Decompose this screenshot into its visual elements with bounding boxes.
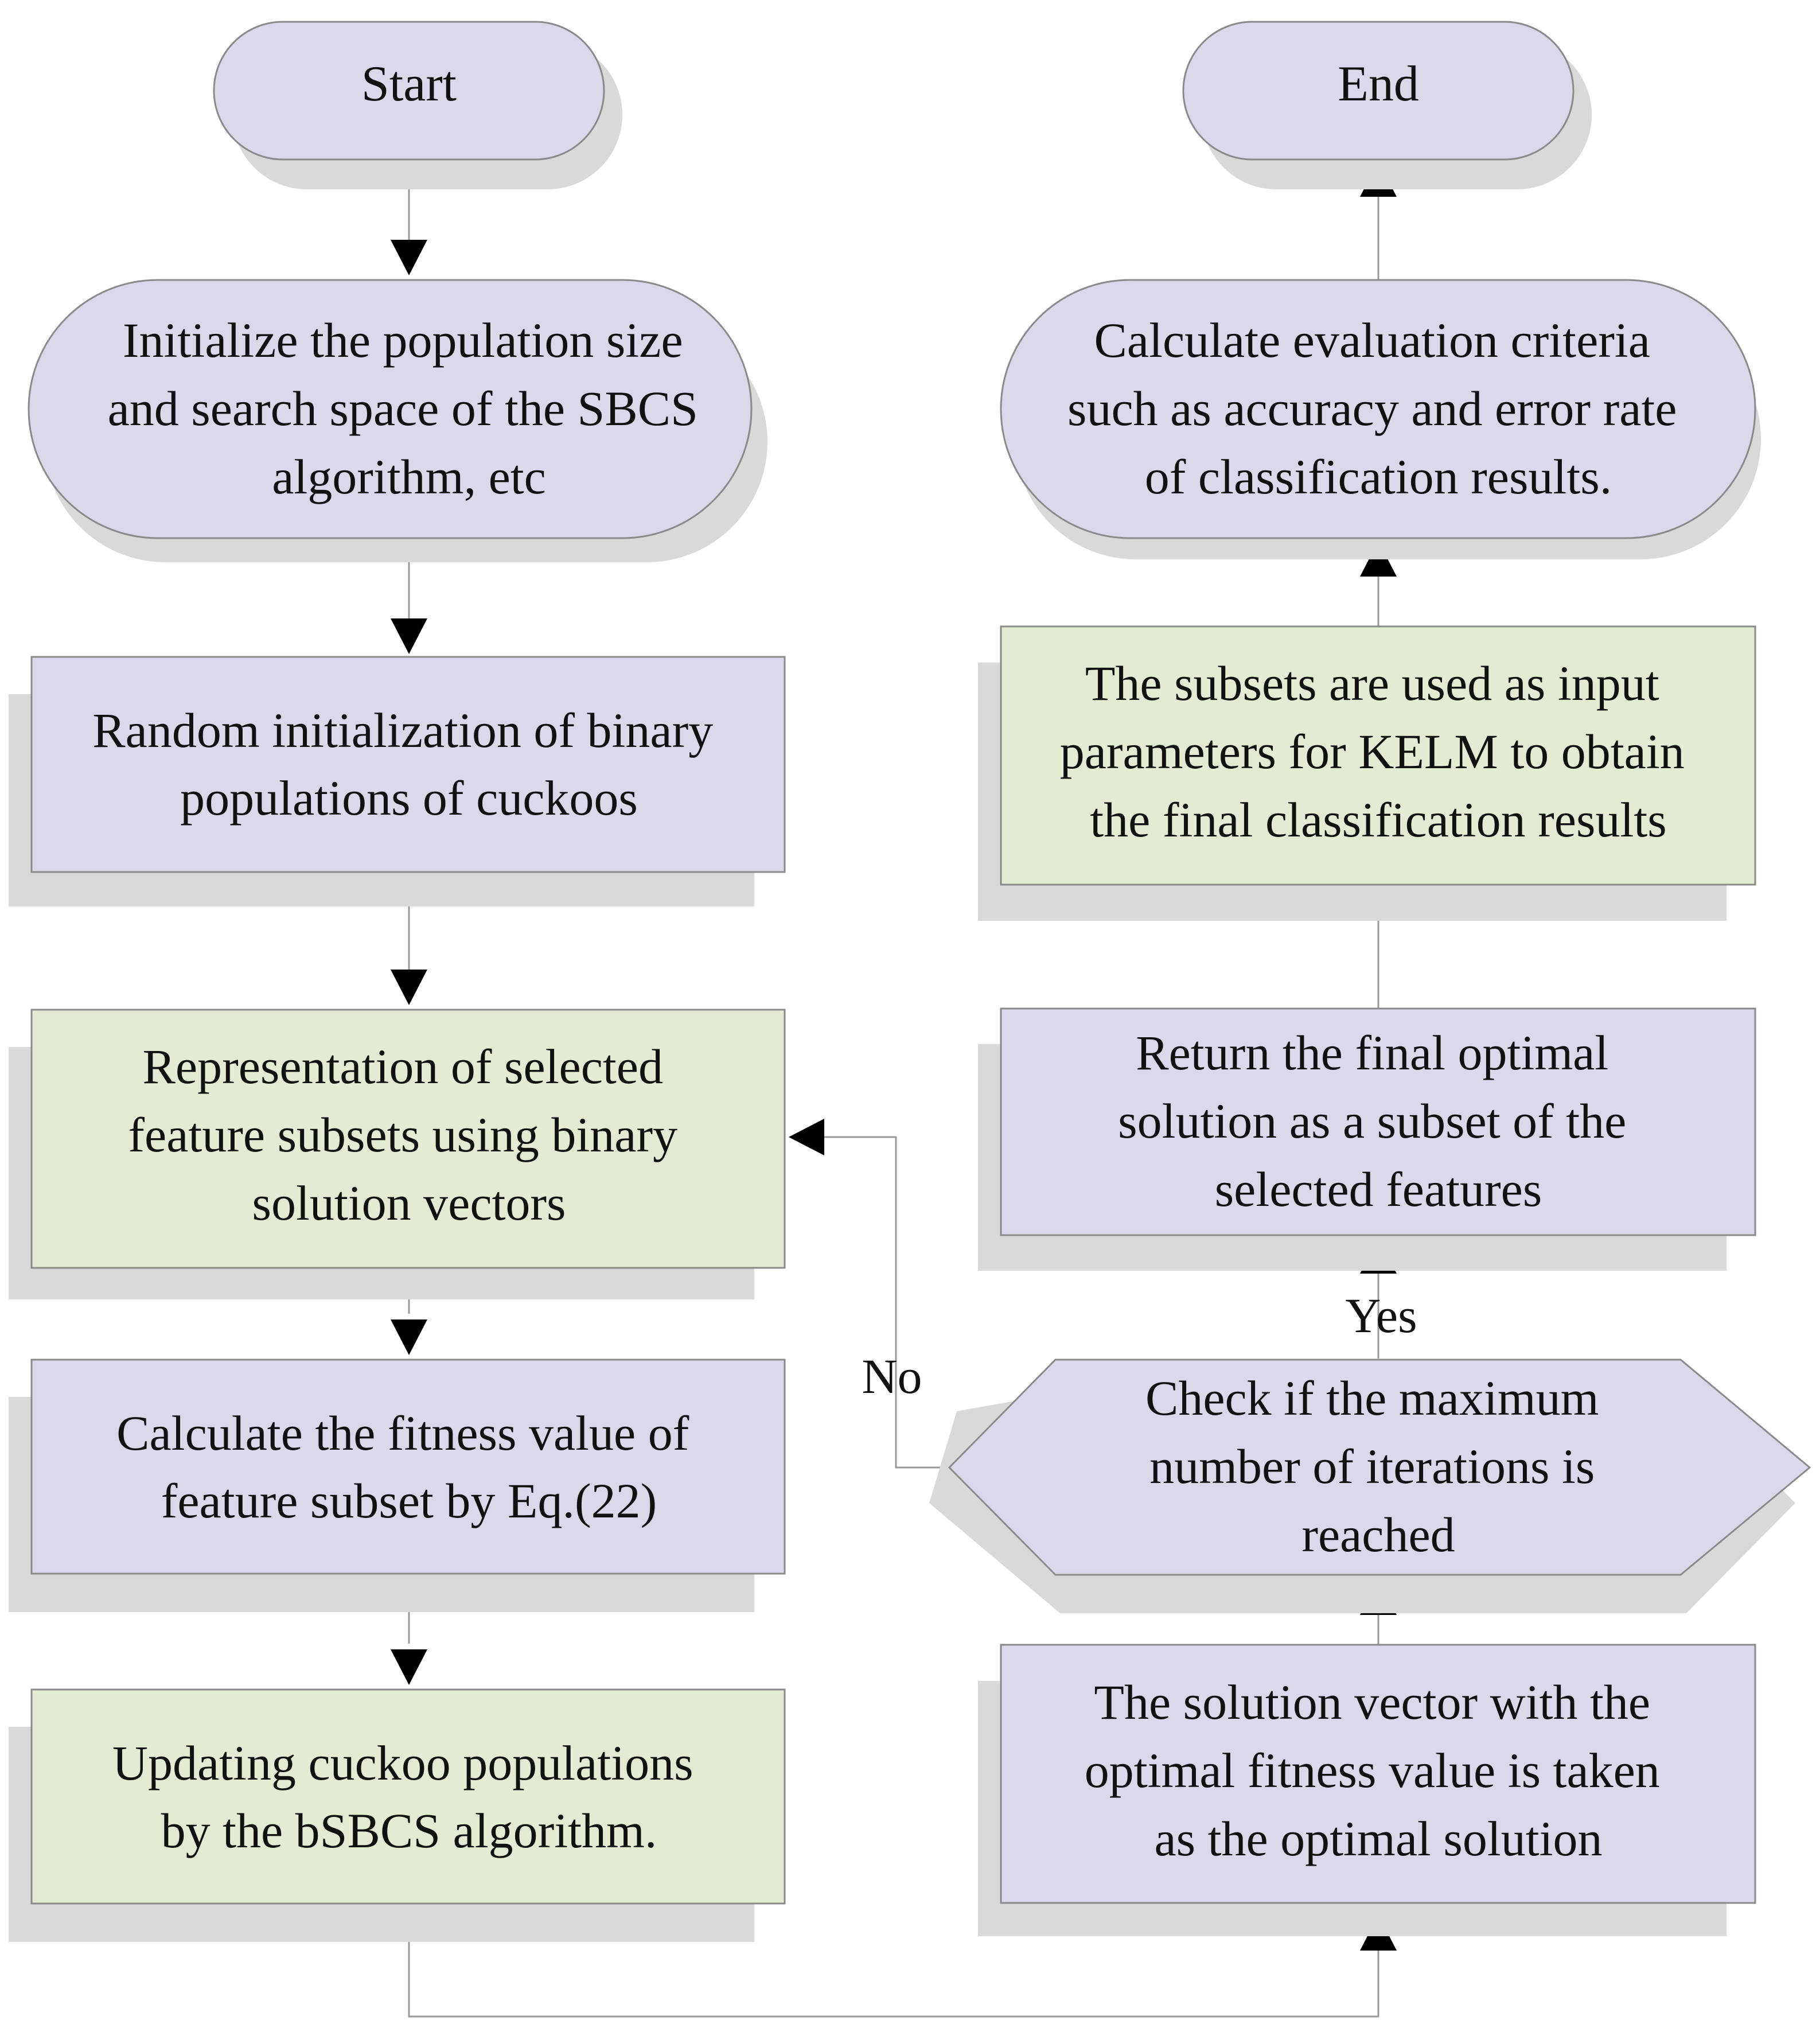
init-line-3: algorithm, etc (272, 449, 546, 504)
node-start: Start (213, 21, 622, 189)
svg-text:Initialize the population size: Initialize the population size and searc… (108, 313, 711, 504)
svg-text:Start: Start (361, 56, 457, 112)
kelm-line-2: parameters for KELM to obtain (1060, 724, 1685, 779)
init-terminal (28, 279, 753, 539)
check-decision (948, 1359, 1811, 1576)
svg-text:The solution vector with the: The solution vector with the optimal fit… (1085, 1675, 1673, 1866)
node-optimal: The solution vector with the optimal fit… (978, 1644, 1756, 1936)
svg-text:Return the final optimal: Return the final optimal solution as a s… (1118, 1025, 1639, 1217)
check-line-1: Check if the maximum (1145, 1371, 1599, 1426)
update-line-2: by the bSBCS algorithm. (161, 1803, 657, 1858)
node-evaluate: Calculate evaluation criteria such as ac… (1000, 279, 1761, 559)
represent-line-1: Representation of selected (143, 1039, 663, 1094)
evaluate-terminal (1000, 279, 1756, 539)
kelm-process (1000, 625, 1756, 886)
represent-line-3: solution vectors (252, 1175, 566, 1231)
kelm-line-3: the final classification results (1090, 792, 1666, 847)
evaluate-line-1: Calculate evaluation criteria (1094, 313, 1650, 368)
node-end: End (1182, 21, 1592, 189)
return-line-3: selected features (1215, 1162, 1542, 1217)
node-kelm: The subsets are used as input parameters… (978, 625, 1756, 921)
connector-update-optimal (408, 1904, 1379, 2018)
node-fitness: Calculate the fitness value of feature s… (9, 1359, 786, 1612)
evaluate-line-2: such as accuracy and error rate (1067, 381, 1677, 436)
node-represent: Representation of selected feature subse… (9, 1009, 786, 1299)
check-line-3: reached (1301, 1507, 1455, 1562)
node-init: Initialize the population size and searc… (28, 279, 767, 562)
fitness-line-1: Calculate the fitness value of (116, 1406, 689, 1461)
random-line-1: Random initialization of binary (92, 703, 713, 758)
optimal-line-2: optimal fitness value is taken (1085, 1743, 1660, 1798)
fitness-process (30, 1359, 786, 1575)
evaluate-line-3: of classification results. (1145, 449, 1612, 504)
connector-check-represent-no (824, 1136, 949, 1469)
return-line-1: Return the final optimal (1136, 1025, 1608, 1080)
node-return: Return the final optimal solution as a s… (978, 1007, 1756, 1271)
end-label: End (1338, 56, 1419, 112)
svg-text:Calculate evaluation criteria: Calculate evaluation criteria such as ac… (1067, 313, 1689, 504)
return-process (1000, 1007, 1756, 1236)
svg-text:Random initialization of binar: Random initialization of binary populati… (92, 703, 725, 826)
optimal-line-3: as the optimal solution (1154, 1811, 1602, 1866)
represent-line-2: feature subsets using binary (128, 1107, 677, 1162)
kelm-line-1: The subsets are used as input (1085, 656, 1659, 711)
return-line-2: solution as a subset of the (1118, 1093, 1626, 1149)
arrowhead-into-represent (391, 970, 427, 1005)
start-terminal (213, 21, 605, 161)
no-label: No (862, 1349, 922, 1404)
node-update: Updating cuckoo populations by the bSBCS… (9, 1688, 786, 1942)
svg-text:Check if the maximum num: Check if the maximum number of iteration… (1145, 1371, 1611, 1562)
start-label: Start (361, 56, 457, 112)
update-process (30, 1688, 786, 1905)
represent-process (30, 1009, 786, 1269)
arrowhead-into-random (391, 618, 427, 654)
arrowhead-into-init (391, 240, 427, 275)
update-line-1: Updating cuckoo populations (112, 1735, 693, 1790)
end-terminal (1182, 21, 1575, 161)
yes-label: Yes (1345, 1288, 1417, 1343)
svg-text:Updating cuckoo populations: Updating cuckoo populations by the bSBCS… (112, 1735, 706, 1858)
init-line-2: and search space of the SBCS (108, 381, 698, 436)
optimal-process (1000, 1644, 1756, 1904)
random-line-2: populations of cuckoos (180, 770, 638, 826)
check-line-2: number of iterations is (1149, 1439, 1595, 1494)
svg-text:Representation of selected: Representation of selected feature subse… (128, 1039, 689, 1231)
optimal-line-1: The solution vector with the (1094, 1675, 1650, 1730)
svg-text:End: End (1338, 56, 1419, 112)
arrowhead-into-fitness (391, 1319, 427, 1355)
node-random: Random initialization of binary populati… (9, 656, 786, 906)
random-process (30, 656, 786, 873)
arrowhead-into-represent-no (789, 1119, 824, 1155)
fitness-line-2: feature subset by Eq.(22) (161, 1473, 657, 1528)
svg-text:Calculate the fitness value of: Calculate the fitness value of feature s… (116, 1406, 702, 1528)
svg-text:The subsets are used as input: The subsets are used as input parameters… (1060, 656, 1697, 847)
node-check: Check if the maximum number of iteration… (929, 1359, 1811, 1613)
arrowhead-into-update (391, 1649, 427, 1685)
init-line-1: Initialize the population size (123, 313, 683, 368)
